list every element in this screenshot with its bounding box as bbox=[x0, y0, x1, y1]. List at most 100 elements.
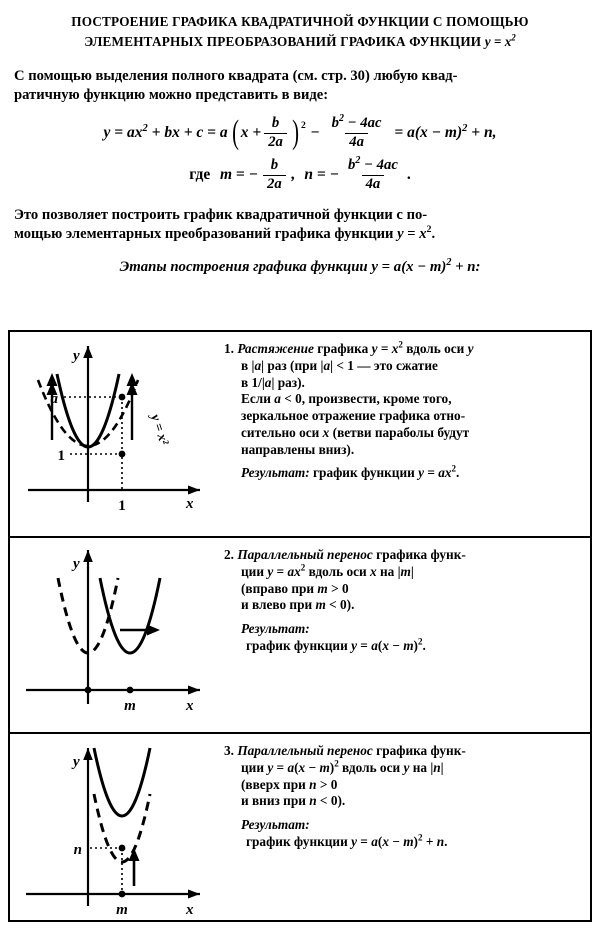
stage-text-a: графика функ- bbox=[376, 743, 466, 758]
where-formula: где m = − b 2a , n = − b2 − 4ac 4a . bbox=[0, 155, 600, 192]
stage-1-line-6: сительно оси x (ветви параболы будут bbox=[241, 424, 470, 440]
stage-1-line-4: Если a < 0, произвести, кроме того, bbox=[241, 391, 452, 407]
stage-2-result-text: график функции y = a(x − m)2. bbox=[246, 636, 426, 653]
stage-number: 3. bbox=[224, 743, 234, 758]
result-text: график функции y = ax2. bbox=[313, 463, 460, 481]
stage-1-line-5: зеркальное отражение графика отно- bbox=[241, 408, 466, 423]
stage-2-line-4: и влево при m < 0). bbox=[241, 597, 355, 613]
text-cell-stretch: 1. Растяжение графика y = x2 вдоль оси y… bbox=[218, 332, 590, 536]
svg-text:y = x²: y = x² bbox=[148, 410, 173, 447]
fraction-denominator: 2a bbox=[264, 132, 287, 150]
figure-cell-vertical-shift: y x n m bbox=[10, 734, 218, 919]
tick-label-one-y: 1 bbox=[58, 448, 66, 464]
page-title: ПОСТРОЕНИЕ ГРАФИКА КВАДРАТИЧНОЙ ФУНКЦИИ … bbox=[0, 0, 600, 53]
fraction-n: b2 − 4ac 4a bbox=[344, 155, 402, 192]
formula-rhs: = a(x − m)2 + n, bbox=[390, 123, 497, 142]
paren-open: ( bbox=[231, 113, 239, 151]
fraction-numerator: b2 − 4ac bbox=[331, 113, 382, 132]
fraction-discriminant-over-4a: b2 − 4ac 4a bbox=[328, 113, 386, 150]
result-label: Результат: bbox=[241, 817, 310, 832]
middle-line-2: мощью элементарных преобразований график… bbox=[14, 223, 436, 242]
axis-label-x: x bbox=[185, 698, 194, 714]
fraction-denominator: 2a bbox=[263, 174, 286, 192]
intro-line-2: ратичную функцию можно представить в вид… bbox=[14, 86, 329, 103]
text-cell-vertical-shift: 3. Параллельный перенос графика функ- ци… bbox=[218, 734, 590, 919]
middle-paragraph: Это позволяет построить график квадратич… bbox=[0, 206, 600, 243]
stages-table: y x bbox=[8, 330, 592, 922]
formula-minus-sign: − bbox=[310, 124, 320, 142]
stage-number: 2. bbox=[224, 547, 234, 562]
fraction-m: b 2a bbox=[263, 157, 286, 192]
fraction-b-over-2a: b 2a bbox=[264, 115, 287, 150]
paren-close: ) bbox=[292, 113, 299, 151]
axis-label-x: x bbox=[185, 902, 194, 917]
axis-label-y: y bbox=[71, 754, 80, 770]
comma-separator: , bbox=[290, 166, 295, 184]
stage-2-result-label: Результат: bbox=[224, 621, 580, 638]
result-label: Результат: bbox=[241, 465, 310, 481]
stage-3-line-1: 3. Параллельный перенос графика функ- bbox=[224, 743, 580, 760]
curve-label-parabola: y = x² bbox=[148, 410, 173, 447]
intro-line-1: С помощью выделения полного квадрата (см… bbox=[14, 67, 458, 84]
stage-emphasis: Параллельный перенос bbox=[237, 743, 373, 758]
tick-label-n: n bbox=[74, 842, 82, 858]
tick-label-m: m bbox=[116, 902, 128, 917]
tick-label-a: a bbox=[51, 391, 59, 407]
fraction-denominator: 4a bbox=[345, 132, 368, 150]
stage-3-line-3: (вверх при n > 0 bbox=[241, 776, 338, 792]
stage-text-a: графика функ- bbox=[376, 547, 466, 562]
title-line-2: ЭЛЕМЕНТАРНЫХ ПРЕОБРАЗОВАНИЙ ГРАФИКА ФУНК… bbox=[22, 32, 578, 52]
n-definition: n = − bbox=[296, 166, 339, 184]
stage-1-line-7: направлены вниз). bbox=[241, 441, 355, 457]
table-row: y x m 2. Парал bbox=[10, 538, 590, 734]
stage-emphasis: Растяжение bbox=[237, 341, 314, 356]
tick-label-one-x: 1 bbox=[118, 498, 126, 514]
stage-3-result-text: график функции y = a(x − m)2 + n. bbox=[246, 832, 448, 849]
formula-lhs: y = ax2 + bx + c = a bbox=[103, 123, 228, 142]
stage-1-line-2: в |a| раз (при |a| < 1 — это сжатие bbox=[241, 357, 438, 373]
stage-3-result-label: Результат: bbox=[224, 817, 580, 834]
paren-exponent: 2 bbox=[301, 119, 306, 131]
stage-2-line-3: (вправо при m > 0 bbox=[241, 580, 349, 596]
intro-paragraph: С помощью выделения полного квадрата (см… bbox=[0, 67, 600, 104]
middle-line-1: Это позволяет построить график квадратич… bbox=[14, 207, 428, 224]
where-formula-expression: где m = − b 2a , n = − b2 − 4ac 4a . bbox=[189, 155, 411, 192]
graph-horizontal-shift: y x m bbox=[26, 550, 200, 714]
stage-1-result: Результат: график функции y = ax2. bbox=[224, 463, 580, 482]
figure-cell-stretch: y x bbox=[10, 332, 218, 536]
table-row: y x n m bbox=[10, 734, 590, 919]
title-line-1: ПОСТРОЕНИЕ ГРАФИКА КВАДРАТИЧНОЙ ФУНКЦИИ … bbox=[71, 14, 529, 29]
figure-cell-horizontal-shift: y x m bbox=[10, 538, 218, 732]
graph-stretch: y x bbox=[28, 346, 200, 514]
main-formula-expression: y = ax2 + bx + c = a ( x + b 2a ) 2 − b2… bbox=[103, 113, 497, 151]
stage-3-line-2: ции y = a(x − m)2 вдоль оси y на |n| bbox=[241, 758, 444, 775]
stage-text-a: графика y = x2 вдоль оси y bbox=[317, 339, 474, 356]
stage-2-line-2: ции y = ax2 вдоль оси x на |m| bbox=[241, 562, 414, 579]
table-row: y x bbox=[10, 332, 590, 538]
fraction-denominator: 4a bbox=[361, 174, 385, 192]
main-formula: y = ax2 + bx + c = a ( x + b 2a ) 2 − b2… bbox=[0, 113, 600, 151]
formula-paren-group: ( x + b 2a ) 2 bbox=[230, 113, 306, 151]
stage-2-line-1: 2. Параллельный перенос графика функ- bbox=[224, 547, 580, 564]
title-line-2-text: ЭЛЕМЕНТАРНЫХ ПРЕОБРАЗОВАНИЙ ГРАФИКА ФУНК… bbox=[84, 34, 482, 50]
axis-label-y: y bbox=[71, 556, 80, 572]
formula-inner-x: x + bbox=[240, 124, 262, 142]
fraction-numerator: b2 − 4ac bbox=[347, 155, 398, 174]
graph-vertical-shift: y x n m bbox=[26, 747, 200, 917]
stage-3-line-4: и вниз при n < 0). bbox=[241, 793, 346, 809]
axis-label-y: y bbox=[71, 348, 80, 364]
tick-label-m: m bbox=[124, 698, 136, 714]
text-cell-horizontal-shift: 2. Параллельный перенос графика функ- ци… bbox=[218, 538, 590, 732]
stage-number: 1. bbox=[224, 341, 234, 356]
stage-1-line-1: 1. Растяжение графика y = x2 вдоль оси y bbox=[224, 339, 580, 358]
stages-heading: Этапы построения графика функции y = a(x… bbox=[119, 257, 481, 276]
fraction-numerator: b bbox=[270, 157, 279, 174]
stage-1-line-3: в 1/|a| раз). bbox=[241, 374, 305, 390]
fraction-numerator: b bbox=[271, 115, 280, 132]
title-formula: y = x2 bbox=[484, 33, 516, 50]
result-label: Результат: bbox=[241, 621, 310, 636]
axis-label-x: x bbox=[185, 496, 194, 512]
where-word: где bbox=[189, 166, 211, 184]
stage-emphasis: Параллельный перенос bbox=[237, 547, 373, 562]
m-definition: m = − bbox=[212, 166, 259, 184]
